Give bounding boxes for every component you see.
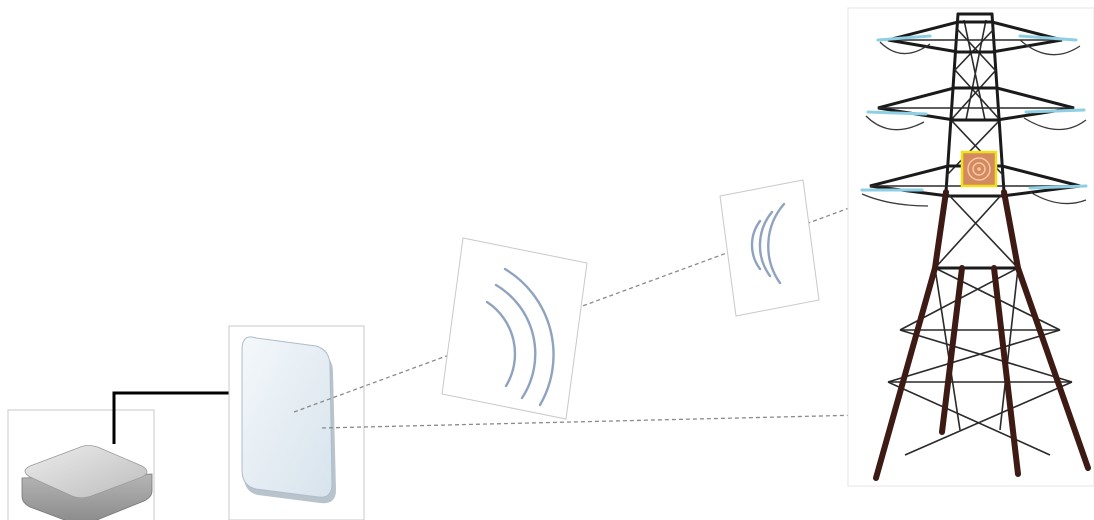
tower-node: [848, 8, 1094, 486]
signal-card-1: [442, 238, 587, 419]
wireless-link-to-tower-base: [322, 415, 862, 428]
panel-antenna-icon: [242, 337, 336, 503]
tower-frame: [848, 8, 1094, 486]
signal-node-1: [442, 238, 587, 419]
sensor-target-icon: [962, 152, 996, 186]
gateway-node: [8, 410, 154, 520]
antenna-node: [229, 326, 364, 520]
signal-node-2: [720, 180, 819, 316]
signal-card-2: [720, 180, 819, 316]
